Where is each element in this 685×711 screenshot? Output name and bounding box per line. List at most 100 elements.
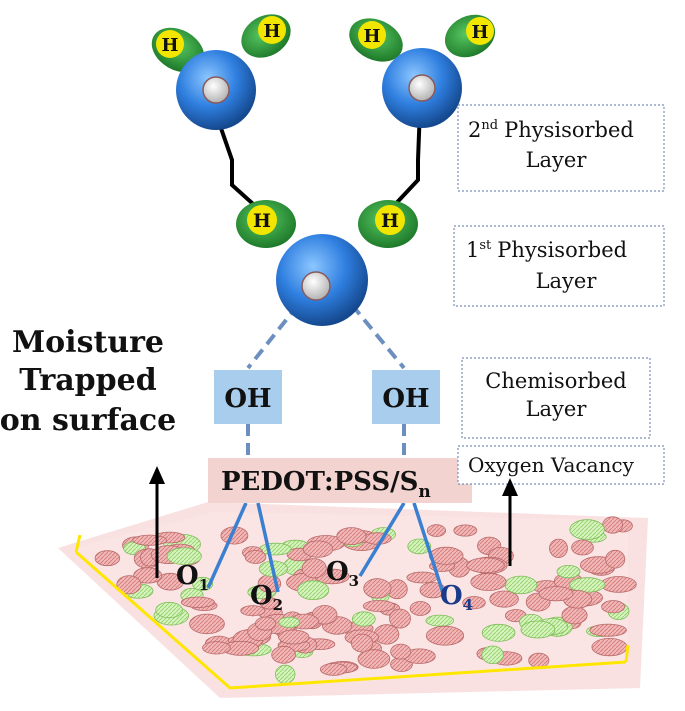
- hydrogen-atom: [156, 30, 184, 58]
- surface-grain: [569, 519, 605, 540]
- surface-grain: [470, 572, 507, 591]
- oh-left-label: OH: [224, 384, 271, 414]
- surface-grain: [363, 578, 392, 599]
- pedot-subscript: n: [418, 482, 430, 502]
- vacancy-arrow-right: [502, 478, 518, 566]
- surface-grain: [538, 586, 574, 602]
- surface-grain: [240, 605, 266, 617]
- surface-grain: [133, 567, 163, 584]
- surface-grain: [278, 616, 301, 628]
- surface-grain: [336, 527, 367, 545]
- surface-grain: [605, 549, 626, 569]
- water-molecule-top-left: H H: [151, 14, 291, 130]
- oxygen-site-1: O1: [176, 561, 209, 594]
- water-molecule-top-right: H H: [349, 14, 496, 128]
- oxygen-site-2: O2: [250, 581, 283, 614]
- hydrogen-label: H: [263, 21, 280, 42]
- surface-grain: [528, 652, 550, 669]
- surface-edge-right: [624, 644, 630, 663]
- surface-grain: [591, 637, 628, 657]
- hydrogen-atom: [375, 205, 405, 235]
- surface-grain: [189, 613, 225, 635]
- surface-grain: [406, 571, 438, 584]
- surface-grain: [155, 601, 183, 619]
- oh-right-label: OH: [382, 384, 429, 414]
- surface-grain: [301, 558, 327, 579]
- surface-grain: [357, 649, 391, 669]
- surface-grain: [202, 641, 231, 655]
- surface-grain: [481, 623, 516, 642]
- surface-grain: [520, 620, 556, 639]
- layer1-line2: Layer: [536, 269, 598, 293]
- chem-line2: Layer: [526, 397, 588, 421]
- surface-grain: [373, 624, 400, 645]
- surface-grain: [390, 643, 412, 660]
- surface-grain: [481, 645, 504, 665]
- oxygen-site-3: O3: [326, 557, 359, 590]
- surface-grain: [363, 532, 392, 545]
- moisture-arrow-left: [149, 466, 165, 578]
- vacancy-label: Oxygen Vacancy: [468, 453, 635, 477]
- surface-grain: [569, 577, 606, 593]
- substrate-surface: [58, 502, 648, 698]
- oh-box-right: [372, 370, 440, 424]
- surface-grain: [601, 600, 625, 614]
- layer1-box: [453, 225, 665, 307]
- surface-grain: [589, 623, 627, 637]
- oxygen-site-bonds: [206, 502, 446, 597]
- surface-edge-left: [74, 534, 82, 553]
- surface-grain: [319, 663, 348, 676]
- surface-grain: [278, 629, 310, 645]
- chem-line1: Chemisorbed: [485, 369, 626, 393]
- surface-grain: [556, 564, 581, 579]
- chemisorbed-box: [461, 357, 651, 439]
- hydrogen-atom: [466, 17, 494, 45]
- surface-grain: [453, 524, 478, 537]
- surface-grain: [561, 606, 588, 625]
- hydrogen-atom: [247, 205, 277, 235]
- surface-grain: [389, 608, 411, 629]
- surface-grain: [362, 600, 396, 612]
- surface-grains: [94, 516, 637, 684]
- surface-grain: [94, 550, 121, 567]
- vacancy-box: [457, 445, 665, 485]
- water-molecule-first-layer: H H: [236, 200, 418, 326]
- surface-grain: [132, 534, 168, 546]
- surface-grain: [180, 596, 215, 609]
- moisture-line1: Moisture: [12, 325, 164, 360]
- surface-grain: [297, 580, 330, 600]
- surface-grain: [166, 547, 202, 565]
- hydrogen-bond-dashes: [246, 303, 406, 458]
- hydrogen-atom: [358, 21, 386, 49]
- surface-grain: [466, 557, 505, 574]
- surface-grain: [426, 524, 446, 537]
- surface-grain: [602, 516, 623, 534]
- pedot-label: PEDOT:PSS/Sn: [221, 467, 431, 502]
- surface-grain: [244, 550, 267, 564]
- surface-grain: [351, 611, 376, 627]
- surface-grain: [271, 645, 296, 664]
- hydrogen-label: H: [363, 26, 380, 47]
- surface-grain: [302, 540, 334, 558]
- surface-grain: [600, 576, 637, 593]
- moisture-line2: Trapped: [19, 363, 156, 398]
- surface-grain: [350, 633, 374, 653]
- hydrogen-label: H: [253, 210, 271, 232]
- oxygen-site-4: O4: [440, 581, 473, 614]
- physisorbed-links: [212, 106, 422, 214]
- oh-box-left: [214, 370, 282, 424]
- moisture-line3: on surface: [0, 403, 176, 438]
- surface-grain: [504, 575, 538, 595]
- surface-grain: [549, 538, 568, 558]
- surface-grain: [116, 575, 142, 595]
- surface-grain: [409, 601, 431, 616]
- surface-grain: [425, 614, 455, 627]
- surface-grain: [489, 590, 519, 608]
- surface-grain: [156, 572, 185, 591]
- layer2-line2: Layer: [526, 148, 588, 172]
- surface-grain: [255, 616, 277, 631]
- surface-grain: [462, 596, 486, 610]
- surface-grain: [571, 539, 594, 556]
